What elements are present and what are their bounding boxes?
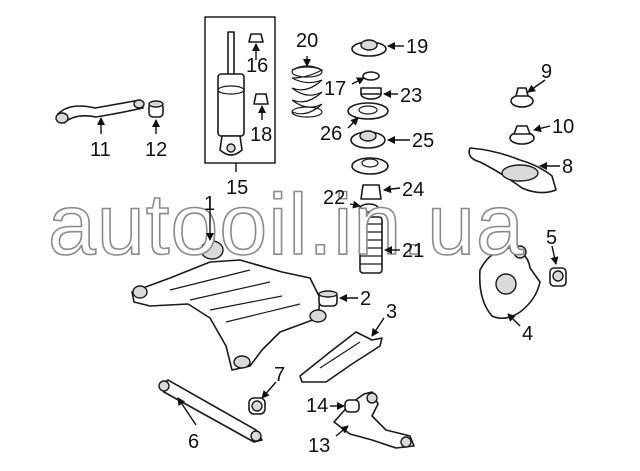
callout-2: 2 [360,288,371,310]
callout-20: 20 [296,30,318,52]
coil-spring [291,65,324,118]
part-25-insulator [350,130,386,149]
callout-18: 18 [250,124,272,146]
callout-5: 5 [546,227,557,249]
shock-body [217,73,245,137]
part-17-washer [362,71,380,81]
callout-1: 1 [204,193,215,215]
part-12-bushing [148,100,164,118]
shock-absorber-assembly [204,16,276,172]
shock-group-frame [204,16,276,164]
callout-12: 12 [145,139,167,161]
part-2-bushing [318,290,338,307]
callout-17: 17 [324,78,346,100]
part-16-nut [248,33,264,43]
callout-3: 3 [386,301,397,323]
lower-spring-seat [351,157,389,175]
part-10-mount [509,125,535,145]
callout-numbers: 1 2 3 4 5 6 7 8 9 10 11 12 13 14 15 16 1… [90,30,574,457]
callout-19: 19 [406,36,428,58]
callout-23: 23 [400,85,422,107]
leader-lines [97,42,560,437]
callout-22: 22 [323,187,345,209]
shock-rod [227,31,235,77]
part-8-lower-arm [468,147,557,194]
part-21-dust-boot [359,216,383,274]
watermark-text: autooil.in.ua [48,177,525,273]
callout-24: 24 [402,179,424,201]
callout-8: 8 [562,156,573,178]
part-1-subframe [131,240,327,371]
part-5-bushing [549,267,567,287]
callout-13: 13 [308,435,330,457]
callout-14: 14 [306,395,328,417]
callout-25: 25 [412,130,434,152]
callout-21: 21 [402,240,424,262]
callout-4: 4 [522,323,533,345]
part-18-bump-cap [253,93,269,105]
part-26-spring-seat [347,102,389,120]
part-4-knuckle [478,245,541,320]
callout-26: 26 [320,123,342,145]
callout-16: 16 [246,55,268,77]
part-9-mount [510,87,534,108]
part-11-upper-link [55,99,145,124]
part-3-bracket [299,331,383,383]
part-19-upper-mount [351,39,387,57]
callout-9: 9 [541,61,552,83]
part-24-bump-stop [360,184,382,200]
callout-7: 7 [274,364,285,386]
part-6-lateral-link [158,379,263,443]
callout-10: 10 [552,116,574,138]
part-7-bushing [248,397,266,415]
callout-15: 15 [226,177,248,199]
part-23-bushing [360,87,382,100]
part-14-bushing [344,399,360,413]
callout-11: 11 [90,139,111,161]
callout-6: 6 [188,431,199,453]
